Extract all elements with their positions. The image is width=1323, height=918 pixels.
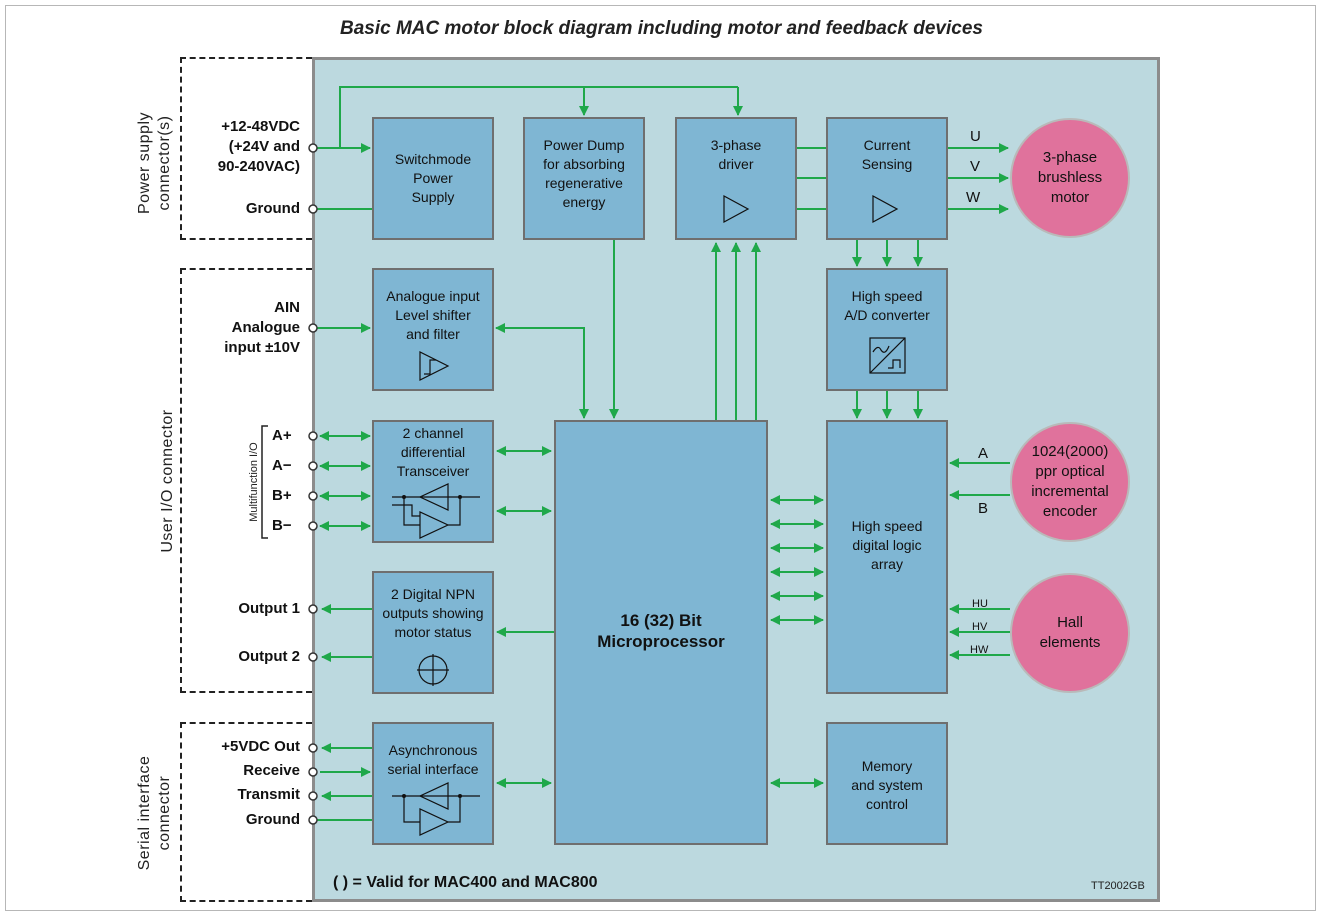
terminal-vdc-dot <box>308 143 318 153</box>
terminal-serial-ground-label: Ground <box>245 811 300 828</box>
terminal-serial-ground-dot <box>308 815 318 825</box>
analog-filter-symbol <box>419 351 450 381</box>
signal-w-label: W <box>966 189 981 206</box>
terminal-b-minus-dot <box>308 521 318 531</box>
terminal-output2-dot <box>308 652 318 662</box>
current-amp-symbol <box>872 194 899 224</box>
terminal-a-plus-label: A+ <box>272 427 292 444</box>
terminal-5vdc-dot <box>308 743 318 753</box>
terminal-b-minus-label: B− <box>272 517 292 534</box>
transceiver-junction-2 <box>458 495 462 499</box>
terminal-output1-dot <box>308 604 318 614</box>
terminal-receive-label: Receive <box>243 762 300 779</box>
serial-connector-bracket <box>180 722 312 902</box>
serial-junction-1 <box>402 794 406 798</box>
signal-hv-label: HV <box>972 621 988 633</box>
terminal-output1-label: Output 1 <box>238 600 300 617</box>
driver-amp-symbol <box>723 194 750 224</box>
terminal-b-plus-label: B+ <box>272 487 292 504</box>
userio-connector-bracket <box>180 268 312 693</box>
serial-transceiver-symbol <box>392 782 480 836</box>
terminal-receive-dot <box>308 767 318 777</box>
adc-symbol <box>869 337 906 374</box>
terminal-a-minus-dot <box>308 461 318 471</box>
terminal-a-minus-label: A− <box>272 457 292 474</box>
signal-v-label: V <box>970 158 981 175</box>
power-connector-bracket <box>180 57 312 240</box>
signal-hu-label: HU <box>972 598 988 610</box>
diagram-title: Basic MAC motor block diagram including … <box>340 18 983 39</box>
signal-enc-a-label: A <box>978 445 989 462</box>
signal-u-label: U <box>970 128 981 145</box>
figure-reference: TT2002GB <box>1091 880 1145 892</box>
terminal-output2-label: Output 2 <box>238 648 300 665</box>
terminal-b-plus-dot <box>308 491 318 501</box>
terminal-transmit-dot <box>308 791 318 801</box>
npn-output-symbol <box>417 654 449 686</box>
transceiver-symbol <box>392 483 480 539</box>
terminal-ground-dot <box>308 204 318 214</box>
serial-junction-2 <box>458 794 462 798</box>
transceiver-junction-1 <box>402 495 406 499</box>
validity-note: ( ) = Valid for MAC400 and MAC800 <box>333 874 598 891</box>
figure-frame <box>5 5 1316 911</box>
terminal-ground-label: Ground <box>245 200 300 217</box>
signal-enc-b-label: B <box>978 500 989 517</box>
terminal-5vdc-label: +5VDC Out <box>221 738 300 755</box>
terminal-ain-dot <box>308 323 318 333</box>
line-analog-to-mcu <box>495 323 589 419</box>
signal-hw-label: HW <box>970 644 989 656</box>
terminal-a-plus-dot <box>308 431 318 441</box>
terminal-transmit-label: Transmit <box>237 786 300 803</box>
line-vdc-bus <box>339 86 738 148</box>
multifunction-bracket <box>261 425 268 539</box>
